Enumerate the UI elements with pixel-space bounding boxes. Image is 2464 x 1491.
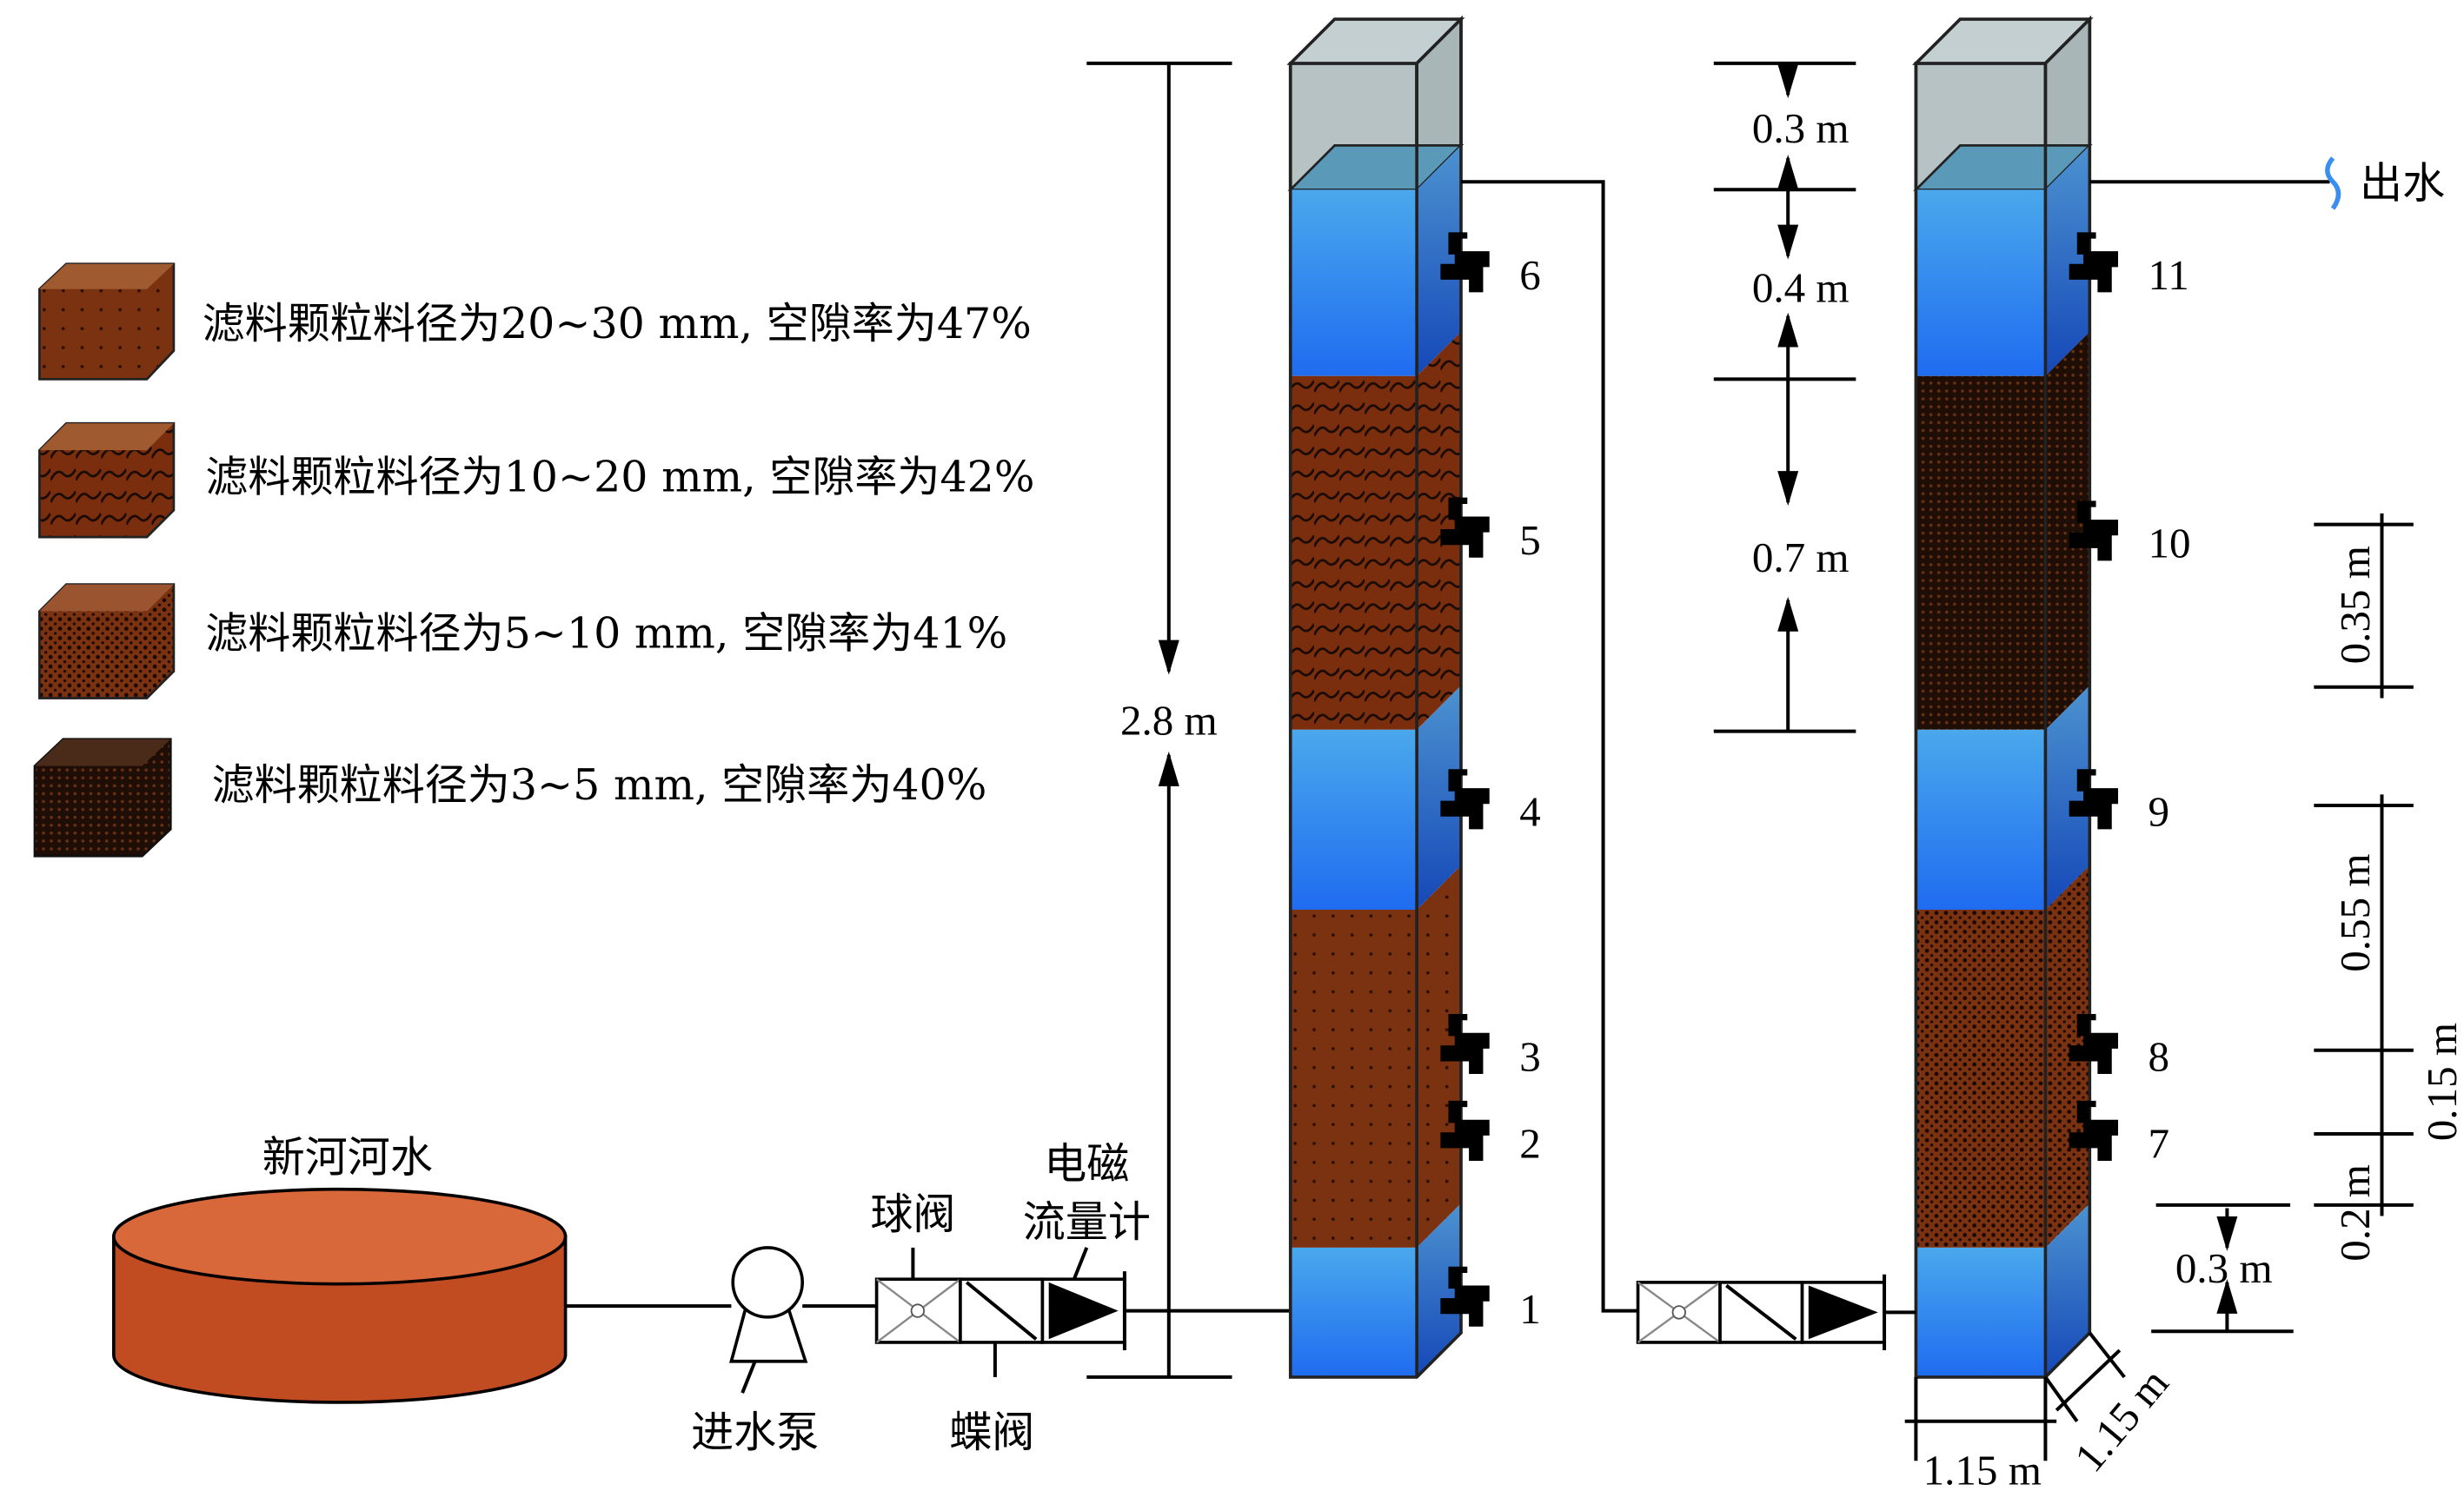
svg-text:电磁: 电磁: [1044, 1138, 1129, 1189]
faucet-icon: [1440, 1266, 1490, 1327]
source-tank: 新河河水: [112, 1132, 568, 1404]
svg-text:球阀: 球阀: [870, 1189, 955, 1239]
tap-label: 1: [1519, 1285, 1541, 1333]
svg-text:2.8 m: 2.8 m: [1120, 696, 1218, 744]
svg-text:1.15 m: 1.15 m: [1923, 1447, 2042, 1491]
valve-assembly-2: [1636, 1274, 1916, 1351]
sampling-tap-2[interactable]: 2: [1440, 1100, 1541, 1167]
tap-label: 4: [1519, 788, 1541, 836]
connecting-pipe: [1461, 180, 1638, 1313]
tap-label: 10: [2149, 520, 2191, 567]
sampling-tap-11[interactable]: 11: [2069, 232, 2189, 299]
sampling-tap-8[interactable]: 8: [2069, 1013, 2170, 1080]
tap-label: 11: [2149, 251, 2189, 299]
tap-label: 7: [2149, 1119, 2170, 1167]
svg-text:1.15 m: 1.15 m: [2065, 1359, 2178, 1481]
sampling-tap-6[interactable]: 6: [1440, 232, 1541, 299]
faucet-icon: [1440, 232, 1490, 293]
tap-label: 9: [2149, 788, 2170, 836]
dimension-taps: 0.35 m 0.55 m 0.15 m 0.2 m 0.3 m: [2151, 513, 2464, 1334]
svg-text:新河河水: 新河河水: [262, 1132, 433, 1183]
faucet-icon: [2069, 232, 2119, 293]
svg-text:0.3 m: 0.3 m: [2175, 1244, 2273, 1292]
svg-text:0.3 m: 0.3 m: [1752, 104, 1850, 152]
inlet-pump: 进水泵: [691, 1246, 877, 1457]
sampling-tap-3[interactable]: 3: [1440, 1013, 1541, 1080]
tap-label: 6: [1519, 251, 1541, 299]
legend-label: 滤料颗粒料径为3~5 mm, 空隙率为40%: [212, 759, 987, 810]
filter-column-1: [1286, 15, 1465, 1379]
tap-label: 5: [1519, 516, 1541, 564]
valve-assembly-1: 球阀 蝶阀 电磁 流量计: [870, 1138, 1291, 1457]
tap-label: 8: [2149, 1032, 2170, 1080]
sampling-tap-10[interactable]: 10: [2069, 500, 2191, 567]
tap-label: 2: [1519, 1119, 1541, 1167]
svg-text:蝶阀: 蝶阀: [949, 1407, 1034, 1457]
legend-item-10-20mm: 滤料颗粒料径为10~20 mm, 空隙率为42%: [38, 421, 1034, 539]
svg-text:出水: 出水: [2360, 157, 2445, 208]
legend-label: 滤料颗粒料径为20~30 mm, 空隙率为47%: [203, 298, 1032, 348]
legend: 滤料颗粒料径为20~30 mm, 空隙率为47% 滤料颗粒料径为10~20 mm…: [33, 262, 1034, 858]
faucet-icon: [2069, 1100, 2119, 1161]
svg-text:0.4 m: 0.4 m: [1752, 263, 1850, 311]
outlet: 出水: [2089, 156, 2445, 210]
dimension-total-height: 2.8 m: [1086, 61, 1232, 1379]
svg-text:0.35 m: 0.35 m: [2331, 546, 2379, 664]
faucet-icon: [2069, 1013, 2119, 1074]
sampling-tap-9[interactable]: 9: [2069, 769, 2170, 836]
svg-text:0.55 m: 0.55 m: [2331, 854, 2379, 972]
faucet-icon: [1440, 1100, 1490, 1161]
faucet-icon: [1440, 769, 1490, 830]
sampling-tap-7[interactable]: 7: [2069, 1100, 2170, 1167]
sampling-tap-4[interactable]: 4: [1440, 769, 1541, 836]
sampling-tap-1[interactable]: 1: [1440, 1266, 1541, 1333]
svg-text:流量计: 流量计: [1023, 1196, 1151, 1247]
svg-text:0.15 m: 0.15 m: [2418, 1023, 2464, 1141]
sampling-tap-5[interactable]: 5: [1440, 497, 1541, 564]
svg-text:进水泵: 进水泵: [691, 1407, 819, 1457]
svg-text:0.2 m: 0.2 m: [2331, 1164, 2379, 1262]
svg-text:0.7 m: 0.7 m: [1752, 533, 1850, 581]
filter-column-2: [1912, 15, 2094, 1379]
legend-item-3-5mm: 滤料颗粒料径为3~5 mm, 空隙率为40%: [33, 738, 987, 858]
legend-item-20-30mm: 滤料颗粒料径为20~30 mm, 空隙率为47%: [38, 262, 1032, 381]
faucet-icon: [2069, 500, 2119, 561]
faucet-icon: [1440, 1013, 1490, 1074]
dimension-upper: 0.3 m 0.4 m 0.7 m: [1713, 61, 1856, 733]
faucet-icon: [1440, 497, 1490, 558]
legend-label: 滤料颗粒料径为5~10 mm, 空隙率为41%: [205, 607, 1007, 658]
tap-label: 3: [1519, 1032, 1541, 1080]
faucet-icon: [2069, 769, 2119, 830]
legend-item-5-10mm: 滤料颗粒料径为5~10 mm, 空隙率为41%: [38, 583, 1007, 699]
legend-label: 滤料颗粒料径为10~20 mm, 空隙率为42%: [205, 451, 1034, 501]
